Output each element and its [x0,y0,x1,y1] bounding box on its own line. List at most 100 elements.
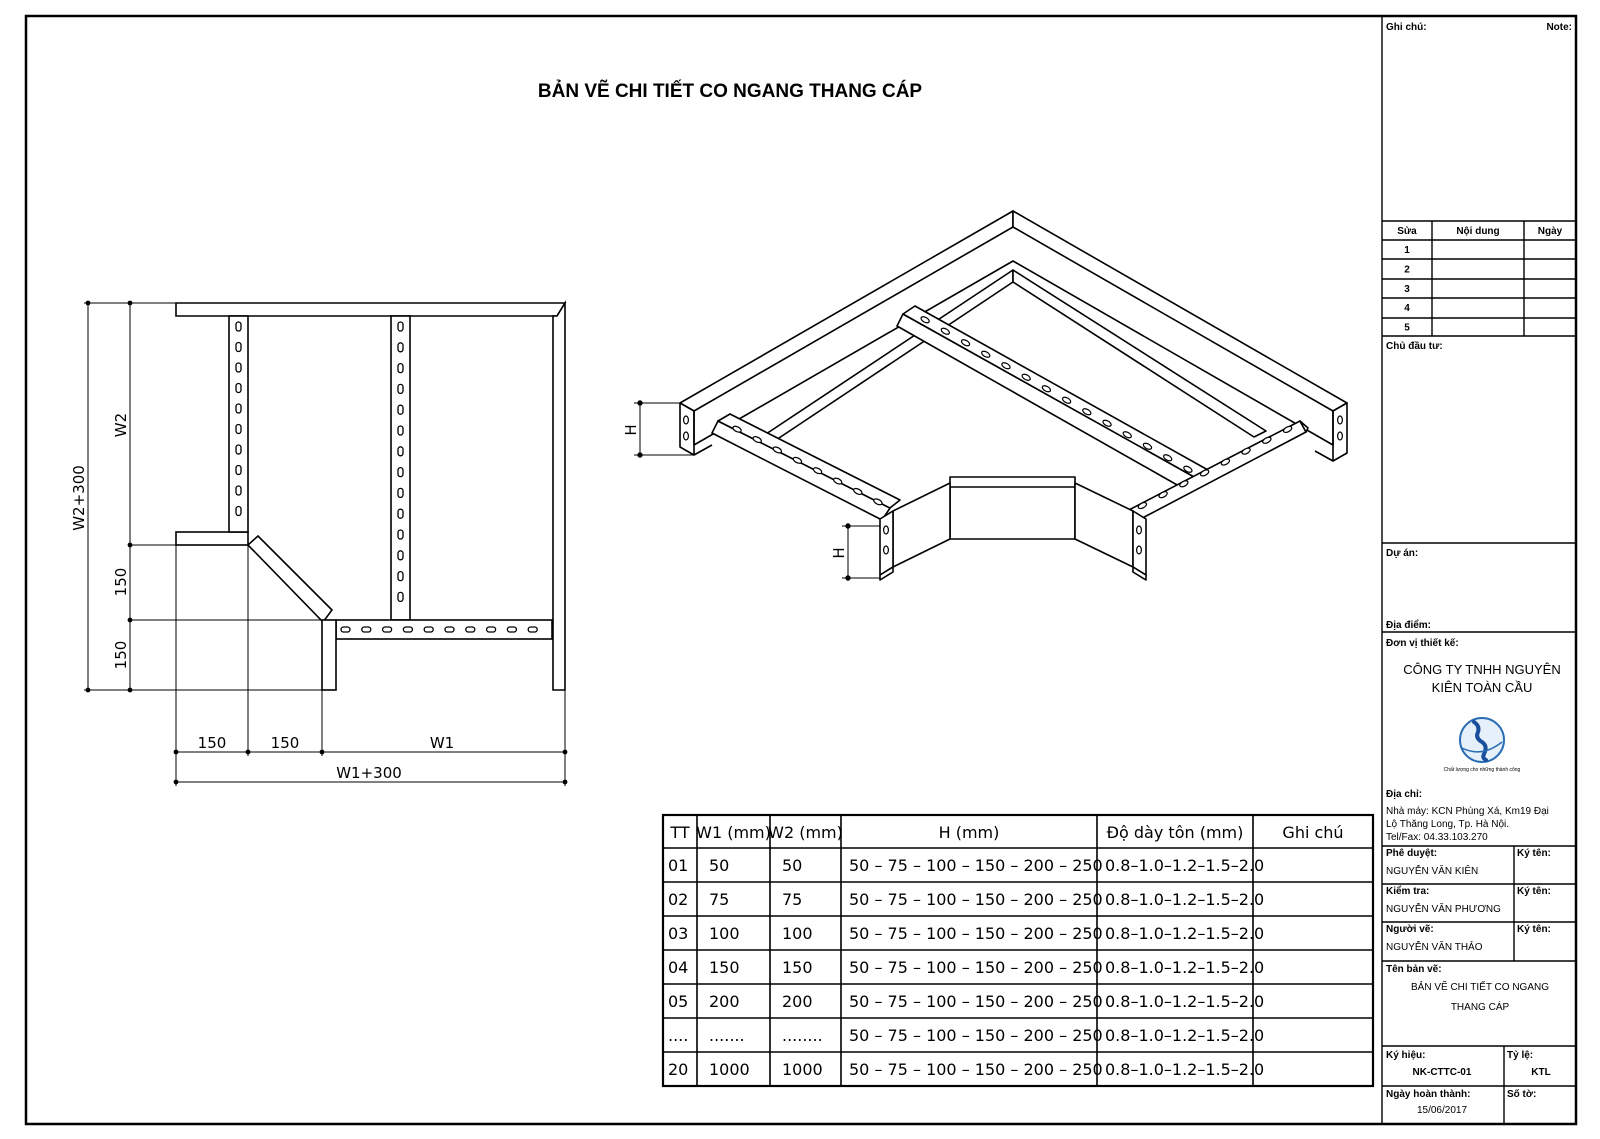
plan-slot [397,321,404,332]
tb-ky-hieu: Ký hiệu: [1386,1050,1425,1061]
tb-drawing-name-line1: BẢN VẼ CHI TIẾT CO NGANG [1411,980,1549,993]
tb-ky-ten-2: Ký tên: [1517,886,1551,897]
spec-table-cell: 50 – 75 – 100 – 150 – 200 – 250 [849,958,1103,977]
iso-front-left-end [879,510,894,576]
plan-slot [235,403,242,414]
spec-table-header: H (mm) [939,823,1000,842]
iso-slot [1162,454,1173,462]
spec-table-cell: 03 [668,924,688,943]
rev-table-row-number: 4 [1404,303,1410,314]
plan-dimensions [84,302,566,786]
tb-so-to: Số tờ: [1507,1088,1536,1100]
iso-end-hole [682,415,689,425]
plan-slot [235,341,242,353]
tb-ky-ten-3: Ký tên: [1517,924,1551,935]
iso-slot [792,456,803,464]
plan-slot [397,342,404,353]
spec-table-cell: 50 – 75 – 100 – 150 – 200 – 250 [849,1026,1103,1045]
plan-slot [397,466,404,478]
tb-company-line1: CÔNG TY TNHH NGUYÊN [1403,662,1560,677]
iso-slot [1282,425,1293,434]
plan-slot [423,626,434,633]
rev-table-row-number: 3 [1404,284,1410,295]
iso-slot [873,498,883,506]
plan-slot [485,626,497,633]
plan-slots [235,321,538,633]
iso-slot [1220,458,1231,466]
drawing-title: BẢN VẼ CHI TIẾT CO NGANG THANG CÁP [538,80,923,102]
spec-table-cell: 04 [668,958,688,977]
plan-slot [397,446,404,457]
spec-table-cell: .... [668,1026,688,1045]
spec-table-cell: ....... [709,1026,745,1045]
tb-ky-ten-1: Ký tên: [1517,848,1551,859]
tb-address-line3: Tel/Fax: 04.33.103.270 [1386,832,1488,843]
iso-slots [682,316,1343,555]
iso-h-label-1: H [622,424,640,435]
iso-right-rung [1124,420,1307,525]
tb-dia-diem: Địa điểm: [1386,619,1431,631]
tb-logo-tagline: Chất lượng cho những thành công [1444,767,1521,773]
tb-ky-hieu-value: NK-CTTC-01 [1413,1067,1472,1078]
iso-slot [752,436,762,444]
plan-slot [235,382,242,394]
iso-slot [1041,385,1052,393]
plan-slot [397,425,404,436]
iso-slot [1183,465,1193,473]
tb-address-line1: Nhà máy: KCN Phùng Xá, Km19 Đại [1386,806,1549,817]
iso-end-hole [1135,525,1142,535]
plan-slot [527,626,538,633]
iso-front-right-rail [1074,482,1134,568]
tb-phe-duyet-name: NGUYỄN VĂN KIÊN [1386,864,1478,877]
iso-left-rung [711,420,891,521]
iso-slot [1001,362,1011,370]
plan-slot [235,485,242,496]
plan-slot [381,626,393,633]
tb-ty-le: Tỷ lệ: [1507,1050,1533,1061]
dim-w2: W2 [112,413,130,437]
iso-slot [1137,501,1148,510]
plan-slot [397,383,404,395]
iso-end-hole [1336,431,1343,441]
plan-slot [397,487,404,499]
plan-slot [465,626,476,633]
plan-slot [235,444,242,455]
iso-view [679,210,1348,581]
iso-dimensions [634,400,880,581]
spec-table-cell: 0.8–1.0–1.2–1.5–2.0 [1105,1060,1264,1079]
plan-slot [397,404,404,415]
title-block [1381,16,1576,1124]
plan-slot [397,529,404,540]
iso-front-left-rail [892,482,951,568]
iso-slot [1122,431,1132,439]
plan-slot [397,591,404,603]
iso-slot [1199,469,1210,477]
iso-slot [1158,491,1168,499]
spec-table-cell: 150 [709,958,740,977]
plan-slot [235,505,242,517]
iso-slot [1082,408,1092,416]
spec-table-cell: ........ [782,1026,823,1045]
plan-slot [506,626,518,633]
spec-table-cell: 50 – 75 – 100 – 150 – 200 – 250 [849,1060,1103,1079]
tb-du-an: Dự án: [1386,548,1418,559]
spec-table-cell: 1000 [709,1060,750,1079]
iso-end-hole [682,431,689,441]
tb-ty-le-value: KTL [1531,1067,1550,1078]
plan-slot [397,508,404,519]
iso-slot [1102,419,1112,427]
tb-company-line2: KIÊN TOÀN CẦU [1432,680,1533,695]
plan-slot [397,362,404,374]
spec-table-cell: 0.8–1.0–1.2–1.5–2.0 [1105,992,1264,1011]
plan-right-rail [552,300,566,691]
spec-table-cell: 1000 [782,1060,823,1079]
iso-left-rung-top [717,413,901,509]
plan-slot [235,362,242,373]
spec-table-cell: 75 [709,890,729,909]
spec-table-cell: 75 [782,890,802,909]
spec-table-cell: 20 [668,1060,688,1079]
iso-left-end [679,402,695,456]
plan-slot [402,626,414,633]
spec-table-cell: 02 [668,890,688,909]
iso-slot [940,327,951,335]
